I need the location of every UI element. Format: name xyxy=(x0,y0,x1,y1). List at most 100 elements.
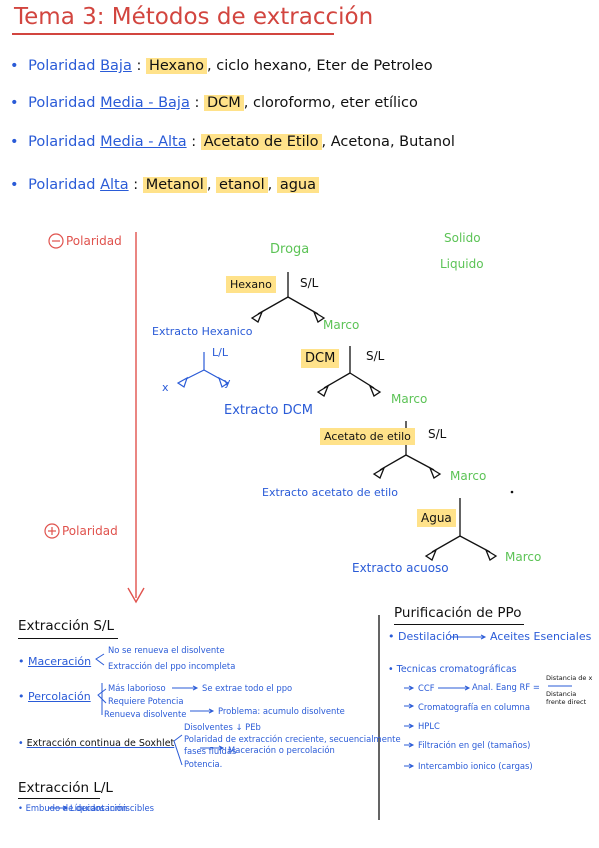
polarity-row-baja: • Polaridad Baja : Hexano, ciclo hexano,… xyxy=(10,58,433,74)
tecnicas-label: • Tecnicas cromatográficas xyxy=(388,664,517,675)
perc-item-2: Requiere Potencia xyxy=(108,696,184,706)
sox-item-2: Polaridad de extracción creciente, secue… xyxy=(184,734,401,744)
pur-section-heading: Purificación de PPo xyxy=(394,605,522,621)
extracto-dcm-label: Extracto DCM xyxy=(224,403,313,418)
sl-heading-underline xyxy=(18,638,118,639)
split-droga xyxy=(250,272,326,323)
polarity-axis-arrowhead xyxy=(127,587,145,604)
marco-label-1: Marco xyxy=(323,318,360,332)
polarity-row-media-baja: • Polaridad Media - Baja : DCM, clorofor… xyxy=(10,95,418,111)
solvent-text: , cloroformo, eter etílico xyxy=(243,95,418,111)
polarity-level: Baja xyxy=(100,58,132,74)
extracto-acetato-label: Extracto acetato de etilo xyxy=(262,486,398,499)
mac-item-1: No se renueva el disolvente xyxy=(108,645,225,655)
ll-item: • Embudo de decantación xyxy=(18,803,128,813)
maceracion-text: Maceración xyxy=(28,655,92,668)
ll-result: Líquidos inmiscibles xyxy=(70,803,154,813)
percolacion-text: Percolación xyxy=(28,690,91,703)
colon: : xyxy=(133,177,143,193)
solvent-highlight: etanol xyxy=(216,177,268,193)
polarity-row-alta: • Polaridad Alta : Metanol, etanol, agua xyxy=(10,177,320,193)
polarity-level: Media - Alta xyxy=(100,134,187,150)
sox-item-4: Potencia. xyxy=(184,759,223,769)
solvent-text: , Acetona, Butanol xyxy=(321,134,455,150)
solvent-highlight: Acetato de Etilo xyxy=(200,134,322,150)
solvent-highlight: DCM xyxy=(203,95,244,111)
maceracion-label: • Maceración xyxy=(18,655,92,668)
plus-circle-icon xyxy=(44,523,60,539)
liquido-label: Liquido xyxy=(440,257,484,271)
acetato-label: Acetato de etilo xyxy=(320,428,415,445)
destilacion-text: Destilación xyxy=(398,630,459,643)
marco-label-4: Marco xyxy=(505,550,542,564)
filtracion-label: Filtración en gel (tamaños) xyxy=(418,740,531,750)
aceites-label: Aceites Esenciales xyxy=(490,630,592,643)
rf-numerator: Distancia de x xyxy=(546,674,593,682)
ll-item-text: Embudo de decantación xyxy=(25,803,128,813)
pur-arrows xyxy=(404,634,572,769)
polarity-prefix: Polaridad xyxy=(28,134,96,150)
sl-brackets xyxy=(48,653,225,811)
solvent-text: , xyxy=(267,177,277,193)
hplc-label: HPLC xyxy=(418,721,440,731)
split-marco2 xyxy=(372,421,442,479)
dcm-label: DCM xyxy=(301,349,340,368)
minus-circle-icon xyxy=(48,233,64,249)
agua-label: Agua xyxy=(417,509,456,527)
ll-label: L/L xyxy=(212,346,228,359)
sl-section-heading: Extracción S/L xyxy=(18,618,114,634)
split-marco3 xyxy=(424,498,498,561)
polarity-prefix: Polaridad xyxy=(28,177,96,193)
solvent-highlight: Hexano xyxy=(145,58,208,74)
tecnicas-text: Tecnicas cromatográficas xyxy=(396,664,517,675)
destilacion-label: • Destilación xyxy=(388,630,459,643)
plus-polarity-label: Polaridad xyxy=(62,524,118,538)
ll-heading-underline xyxy=(18,798,100,799)
solido-label: Solido xyxy=(444,231,481,245)
soxhlet-label: • Extracción continua de Soxhlet xyxy=(18,738,175,749)
hexano-label: Hexano xyxy=(226,276,276,293)
polarity-prefix: Polaridad xyxy=(28,95,96,111)
solvent-text: , xyxy=(206,177,217,193)
perc-item-1: Más laborioso xyxy=(108,683,166,693)
columna-label: Cromatografía en columna xyxy=(418,702,530,712)
polarity-row-media-alta: • Polaridad Media - Alta : Acetato de Et… xyxy=(10,134,455,150)
colon: : xyxy=(194,95,204,111)
title-underline xyxy=(12,33,334,35)
sox-item-1: Disolventes ↓ PEb xyxy=(184,722,261,732)
colon: : xyxy=(136,58,146,74)
sl-label-1: S/L xyxy=(300,276,319,290)
bullet-icon: • xyxy=(10,95,19,111)
colon: : xyxy=(191,134,201,150)
percolacion-label: • Percolación xyxy=(18,690,91,703)
ll-section-heading: Extracción L/L xyxy=(18,780,113,796)
x-label: x xyxy=(162,381,169,394)
minus-polarity-label: Polaridad xyxy=(66,234,122,248)
perc-result-1: Se extrae todo el ppo xyxy=(202,683,293,693)
analisis-label: Anal. Eang RF = xyxy=(472,682,540,692)
extracto-hexanico-label: Extracto Hexanico xyxy=(152,325,253,338)
solvent-highlight: Metanol xyxy=(142,177,207,193)
solvent-highlight: agua xyxy=(276,177,320,193)
split-hexanico xyxy=(176,352,230,388)
bullet-icon: • xyxy=(10,134,19,150)
split-marco1 xyxy=(316,346,382,397)
stray-dot xyxy=(510,490,514,494)
extracto-acuoso-label: Extracto acuoso xyxy=(352,561,449,575)
polarity-level: Media - Baja xyxy=(100,95,190,111)
polarity-prefix: Polaridad xyxy=(28,58,96,74)
sl-label-3: S/L xyxy=(428,427,447,441)
perc-item-3: Renueva disolvente xyxy=(104,709,187,719)
solvent-text: , ciclo hexano, Eter de Petroleo xyxy=(207,58,433,74)
rf-denominator: Distancia frente direct xyxy=(546,690,587,706)
bullet-icon: • xyxy=(10,58,19,74)
marco-label-2: Marco xyxy=(391,392,428,406)
soxhlet-text: Extracción continua de Soxhlet xyxy=(26,738,175,749)
polarity-level: Alta xyxy=(100,177,129,193)
mac-item-2: Extracción del ppo incompleta xyxy=(108,661,236,671)
bullet-icon: • xyxy=(10,177,19,193)
ccf-label: CCF xyxy=(418,683,435,693)
page-title: Tema 3: Métodos de extracción xyxy=(14,4,374,30)
sl-label-2: S/L xyxy=(366,349,385,363)
